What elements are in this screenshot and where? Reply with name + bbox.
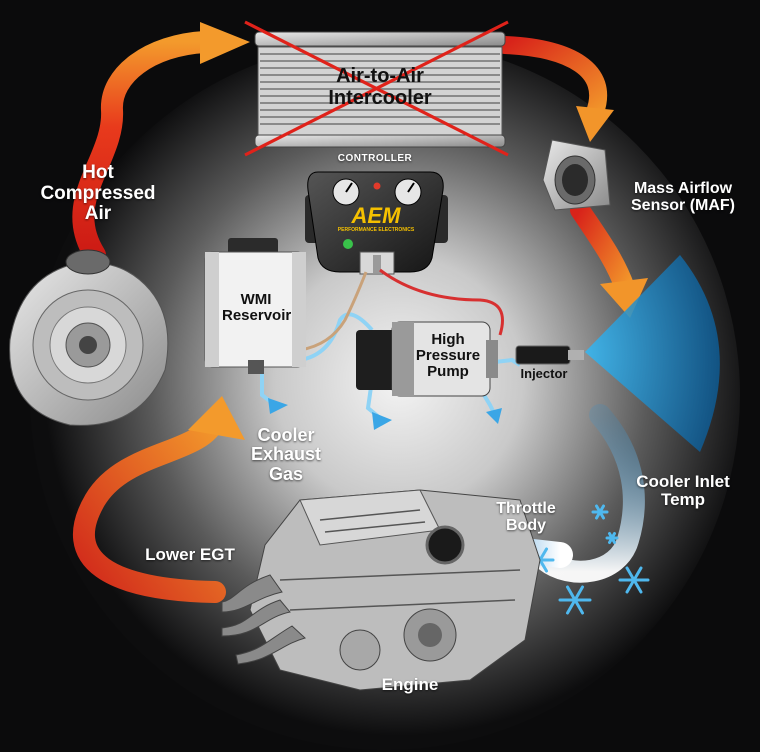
injector-label: Injector (520, 366, 568, 381)
hot-compressed-air-label: Hot Compressed Air (40, 162, 156, 225)
intercooler-cross-out (244, 20, 509, 157)
wmi-reservoir-label: WMI Reservoir (222, 291, 292, 325)
flow-direction-arrows (268, 398, 502, 430)
exhaust-flow-arrow (73, 409, 226, 603)
aem-logo: AEM (351, 203, 401, 228)
engine-block (221, 489, 541, 691)
intake-arrowhead (600, 278, 648, 318)
maf-sensor (542, 139, 611, 211)
hot-air-arrowhead (200, 22, 250, 64)
maf-arrowhead (576, 106, 614, 142)
pump-label: High Pressure Pump (415, 331, 481, 381)
injector (515, 345, 584, 365)
cool-air-trail (534, 404, 645, 583)
maf-to-intake-arrow (570, 200, 635, 298)
cooler-inlet-temp-label: Cooler Inlet Temp (636, 472, 730, 510)
controller-label: CONTROLLER (337, 153, 413, 164)
aem-logo-subtitle: PERFORMANCE ELECTRONICS (337, 227, 415, 233)
intercooler-to-maf-arrow (496, 36, 608, 121)
injector-spray-cone (585, 255, 720, 452)
signal-wire-red (379, 268, 504, 336)
high-pressure-pump (356, 321, 498, 397)
lower-egt-label: Lower EGT (145, 545, 235, 564)
wmi-reservoir (204, 238, 306, 374)
cooler-exhaust-label: Cooler Exhaust Gas (250, 425, 322, 484)
engine-label: Engine (381, 675, 439, 694)
intercooler-label: Air-to-Air Intercooler (328, 65, 432, 109)
hot-air-flow-arrow (72, 31, 216, 266)
maf-label: Mass Airflow Sensor (MAF) (631, 180, 735, 215)
signal-wire-tan (299, 271, 368, 352)
exhaust-arrowhead (188, 396, 245, 440)
throttle-body-label: Throttle Body (496, 500, 556, 535)
turbocharger (9, 249, 169, 426)
controller-unit (305, 171, 448, 275)
